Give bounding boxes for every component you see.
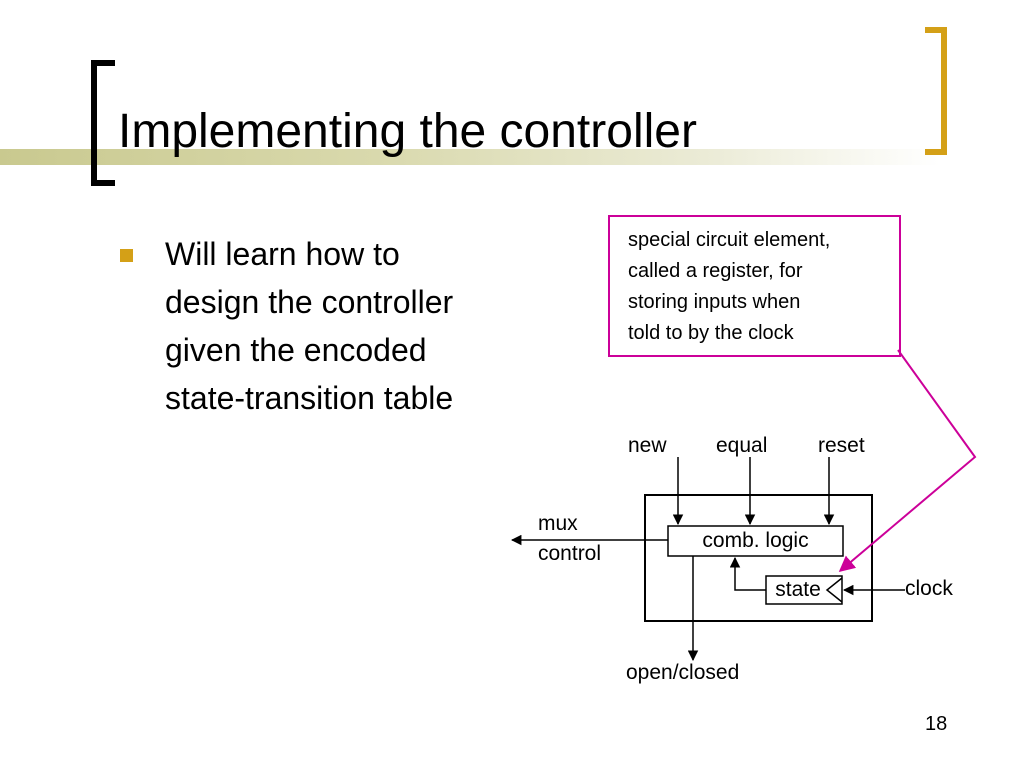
title-band [0,149,940,165]
bullet-square-icon [120,249,133,262]
clock-triangle-icon [825,577,843,603]
bullet-line: state-transition table [165,380,454,416]
bullet-line: given the encoded [165,332,427,368]
right-bracket-decoration [925,27,947,155]
input-label-equal: equal [716,434,768,457]
callout-line: storing inputs when [628,291,801,313]
state-label: state [775,578,821,601]
register-callout-box: special circuit element, called a regist… [608,215,901,357]
slide-number: 18 [925,713,948,735]
callout-line: told to by the clock [628,322,794,344]
input-label-reset: reset [818,434,865,457]
mux-label: mux [538,512,578,535]
state-register-box [765,575,843,605]
clock-label: clock [905,577,953,600]
slide-title: Implementing the controller [118,105,697,158]
bullet-text: Will learn how to design the controller … [165,230,545,422]
callout-line: special circuit element, [628,229,831,251]
callout-pointer-arrow [838,349,977,573]
control-label: control [538,542,602,565]
bullet-line: Will learn how to [165,236,400,272]
controller-outer-box [644,494,873,622]
comb-logic-label: comb. logic [702,529,809,552]
state-feedback-arrow [729,556,766,591]
open-closed-label: open/closed [626,661,740,684]
callout-line: called a register, for [628,260,803,282]
bullet-line: design the controller [165,284,454,320]
left-bracket-decoration [91,60,115,186]
comb-logic-box [667,525,844,557]
input-label-new: new [628,434,667,457]
